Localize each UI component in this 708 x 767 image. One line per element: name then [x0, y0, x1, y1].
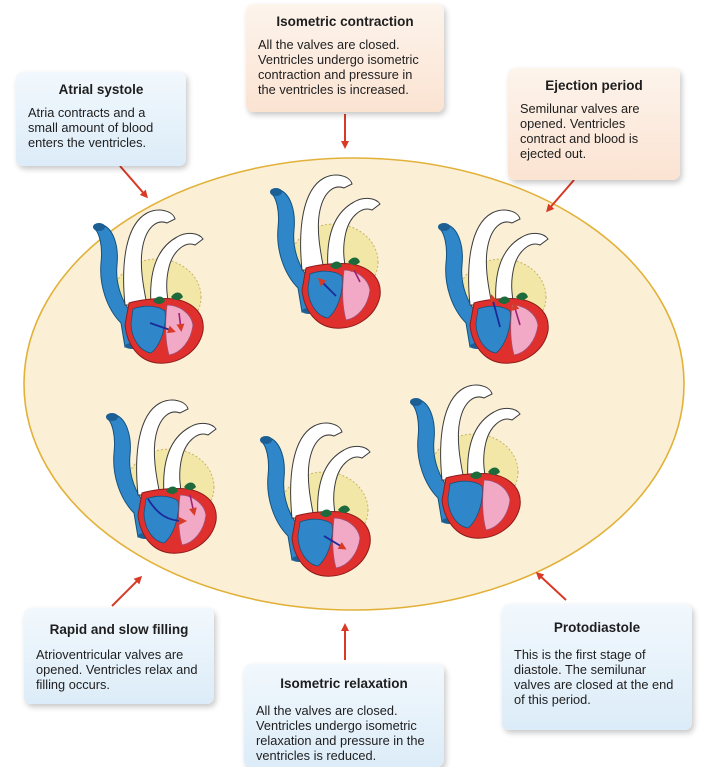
arrow-atrial-systole [119, 165, 148, 199]
arrow-ejection [546, 179, 575, 213]
desc-isometric-relaxation: All the valves are closed. Ventricles un… [256, 703, 425, 763]
box-atrial-systole: Atrial systole Atria contracts and a sma… [16, 72, 186, 166]
heart-atrial-systole-icon [92, 209, 204, 364]
desc-atrial-systole: Atria contracts and a small amount of bl… [28, 105, 154, 150]
arrow-protodiastole [535, 571, 567, 601]
arrow-rapid-filling [111, 575, 143, 607]
title-isometric-relaxation: Isometric relaxation [280, 676, 408, 691]
desc-isometric-contraction: All the valves are closed. Ventricles un… [258, 37, 419, 97]
heart-ejection-icon [437, 209, 549, 364]
title-isometric-contraction: Isometric contraction [276, 14, 414, 29]
desc-protodiastole: This is the first stage of diastole. The… [514, 647, 674, 707]
box-isometric-relaxation: Isometric relaxation All the valves are … [244, 664, 444, 767]
title-ejection-period: Ejection period [545, 78, 643, 93]
box-rapid-slow-filling: Rapid and slow filling Atrioventricular … [24, 608, 214, 704]
title-rapid-slow-filling: Rapid and slow filling [49, 622, 189, 637]
box-isometric-contraction: Isometric contraction All the valves are… [246, 4, 444, 112]
desc-rapid-slow-filling: Atrioventricular valves are opened. Vent… [36, 647, 198, 692]
title-protodiastole: Protodiastole [553, 620, 641, 635]
heart-isometric-relaxation-icon [259, 422, 371, 577]
desc-ejection-period: Semilunar valves are opened. Ventricles … [520, 101, 640, 161]
heart-isometric-contraction-icon [269, 174, 381, 329]
box-ejection-period: Ejection period Semilunar valves are ope… [508, 68, 680, 180]
box-protodiastole: Protodiastole This is the first stage of… [502, 604, 692, 730]
title-atrial-systole: Atrial systole [58, 82, 144, 97]
heart-rapid-filling-icon [105, 399, 217, 554]
